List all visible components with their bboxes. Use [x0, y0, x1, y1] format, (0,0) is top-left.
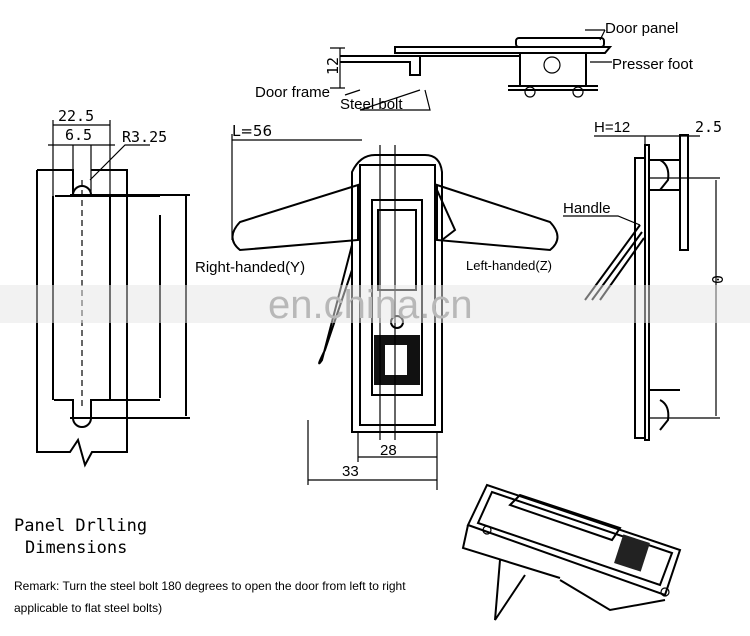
door-frame-label: Door frame: [255, 84, 330, 101]
watermark: en.china.cn: [0, 283, 750, 327]
isometric-view: [461, 483, 682, 621]
drilling-width-dim: 22.5: [58, 107, 94, 125]
steel-bolt-label: Steel bolt: [340, 96, 403, 113]
left-handed-label: Left-handed(Z): [466, 258, 552, 273]
top-height-dim: 12: [324, 57, 342, 75]
drilling-slot-dim: 6.5: [65, 126, 92, 144]
remark-line1: Remark: Turn the steel bolt 180 degrees …: [14, 579, 406, 593]
door-panel-label: Door panel: [605, 20, 678, 37]
side-height-dim: H=12: [594, 119, 630, 136]
body-width-dim: 28: [380, 442, 397, 459]
handle-label: Handle: [563, 200, 611, 217]
watermark-text: en.china.cn: [268, 283, 473, 327]
panel-title-line1: Panel Drlling: [14, 516, 147, 536]
presser-foot-label: Presser foot: [612, 56, 694, 73]
top-section-view: 12 Door panel Presser foot Door frame St…: [255, 20, 694, 113]
panel-title-line2: Dimensions: [25, 538, 127, 558]
side-partial-dim: 0: [708, 275, 726, 284]
drilling-radius-dim: R3.25: [122, 128, 167, 146]
remark-line2: applicable to flat steel bolts): [14, 601, 162, 615]
right-handed-label: Right-handed(Y): [195, 259, 305, 276]
front-length-dim: L=56: [232, 122, 272, 140]
total-width-dim: 33: [342, 463, 359, 480]
side-thickness-dim: 2.5: [695, 118, 722, 136]
side-view: H=12 2.5 Handle 0: [563, 118, 726, 441]
